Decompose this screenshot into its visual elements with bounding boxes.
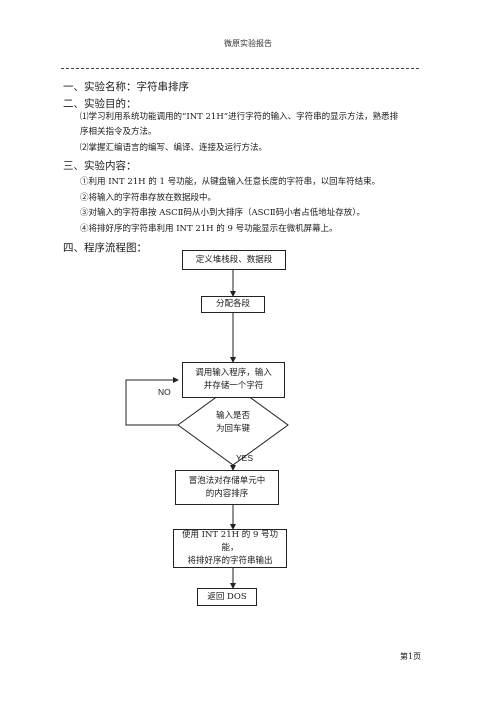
content-item-2: ②将输入的字符串存放在数据段中。 bbox=[80, 193, 217, 203]
output-line-1: 使用 INT 21H 的 9 号功能， bbox=[181, 530, 279, 553]
goal-item-1: ⑴学习利用系统功能调用的“INT 21H”进行字符的输入、字符串的显示方法，熟悉… bbox=[80, 112, 399, 122]
section-heading-flow: 四、程序流程图： bbox=[63, 242, 147, 254]
content-item-4: ④将排好序的字符串利用 INT 21H 的 9 号功能显示在微机屏幕上。 bbox=[80, 224, 338, 234]
header-divider bbox=[61, 68, 419, 69]
no-label: NO bbox=[158, 387, 171, 397]
flow-box-output-string: 使用 INT 21H 的 9 号功能， 将排好序的字符串输出 bbox=[173, 529, 287, 568]
goal-item-1-cont: 序相关指令及方法。 bbox=[80, 127, 157, 137]
flow-box-return-dos: 返回 DOS bbox=[197, 588, 257, 606]
section-heading-name: 一、实验名称：字符串排序 bbox=[63, 81, 189, 93]
page-header-title: 微原实验报告 bbox=[224, 39, 272, 48]
content-item-1: ①利用 INT 21H 的 1 号功能，从键盘输入任意长度的字符串，以回车符结束… bbox=[80, 177, 381, 187]
section-heading-content: 三、实验内容： bbox=[63, 160, 137, 172]
section-heading-goal: 二、实验目的： bbox=[63, 98, 137, 110]
sort-line-2: 的内容排序 bbox=[205, 488, 249, 499]
flow-box-assign-segments: 分配各段 bbox=[201, 296, 265, 313]
flow-box-bubble-sort: 冒泡法对存储单元中 的内容排序 bbox=[175, 470, 279, 505]
flow-box-define-segments: 定义堆栈段、数据段 bbox=[182, 250, 286, 270]
sort-line-1: 冒泡法对存储单元中 bbox=[188, 475, 266, 486]
decision-line-2: 为回车键 bbox=[215, 424, 250, 434]
loop-back-no-branch bbox=[125, 377, 179, 426]
input-line-1: 调用输入程序，输入 bbox=[195, 368, 272, 378]
page-number: 第1页 bbox=[400, 652, 422, 661]
content-item-3: ③对输入的字符串按 ASCⅡ码从小到大排序（ASCⅡ码小者占低地址存放）。 bbox=[80, 208, 365, 218]
output-line-2: 将排好序的字符串输出 bbox=[187, 556, 273, 566]
decision-line-1: 输入是否 bbox=[215, 411, 250, 421]
goal-item-2: ⑵掌握汇编语言的编写、编译、连接及运行方法。 bbox=[80, 143, 268, 153]
yes-label: YES bbox=[236, 453, 254, 463]
decision-text: 输入是否 为回车键 bbox=[178, 410, 288, 436]
flow-box-input-char: 调用输入程序，输入 并存储一个字符 bbox=[182, 362, 285, 398]
input-line-2: 并存储一个字符 bbox=[203, 381, 264, 391]
